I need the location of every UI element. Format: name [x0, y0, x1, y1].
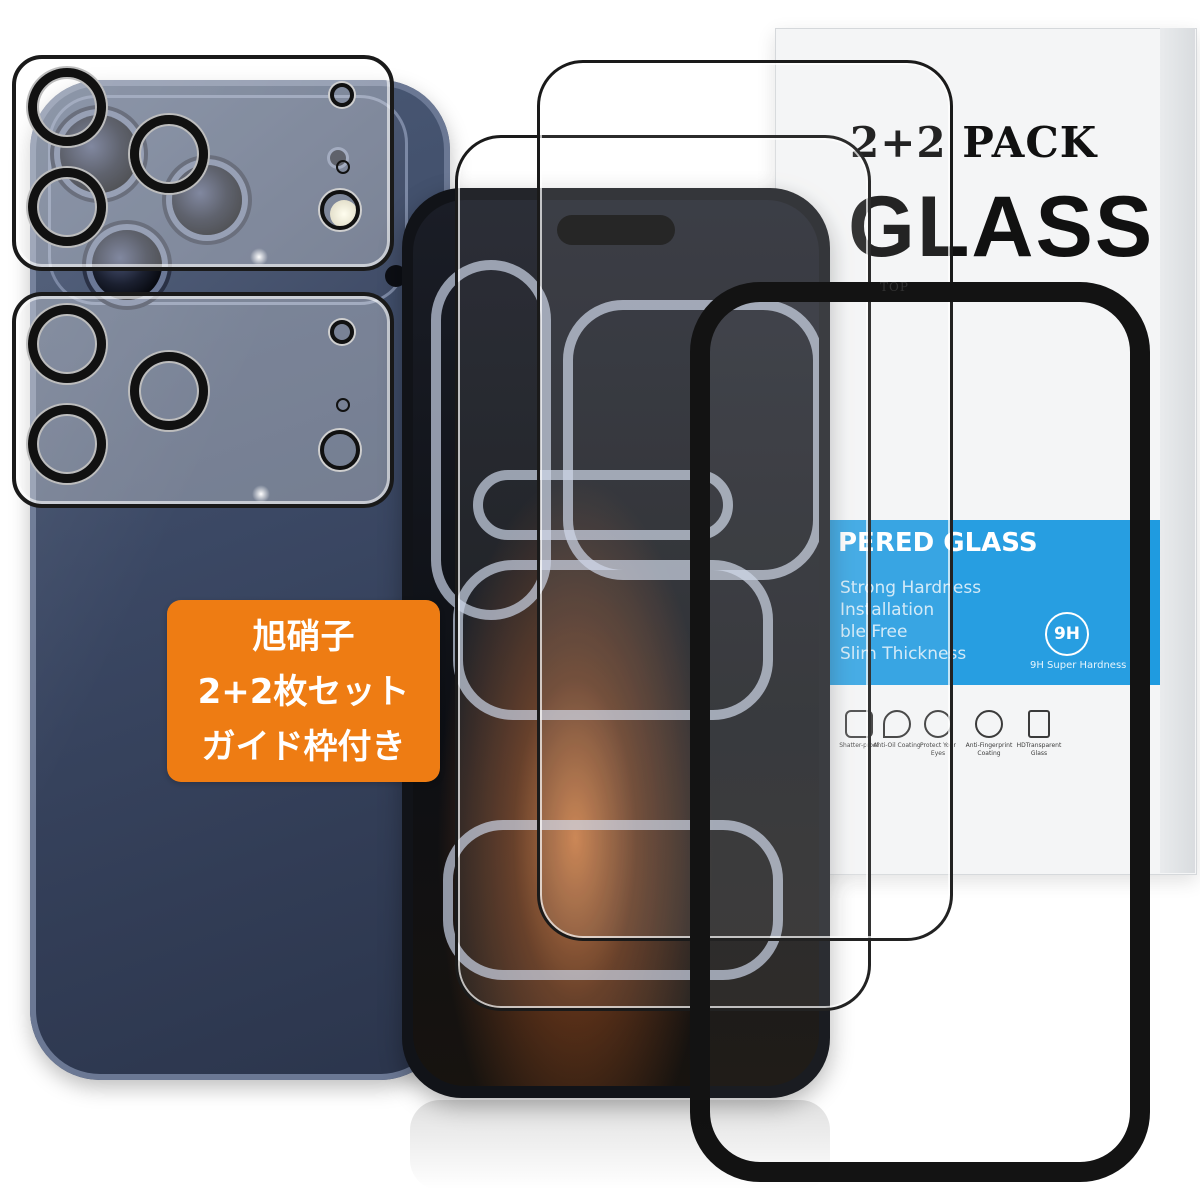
box-feature-icon: Shatter-proof: [835, 710, 883, 750]
box-icon-label: HDTransparent Glass: [1016, 742, 1062, 757]
camera-protector-ring: [330, 320, 354, 344]
camera-protector-ring: [28, 305, 106, 383]
camera-protector-ring: [130, 352, 208, 430]
camera-lens: [92, 230, 162, 300]
box-feature: Strong Hardness: [840, 578, 982, 598]
phone-reflection: [410, 1100, 830, 1190]
box-blue-band: [830, 520, 1160, 685]
dynamic-island: [557, 215, 675, 245]
sparkle: [252, 485, 270, 503]
box-feature: Slim Thickness: [840, 644, 967, 664]
product-badge: [167, 600, 440, 782]
box-tempered-label: PERED GLASS: [838, 528, 1038, 558]
sparkle: [250, 248, 268, 266]
box-feature-icon: Anti-Oil Coating: [873, 710, 921, 750]
badge-line-set: 2+2枚セット: [197, 672, 410, 712]
wallpaper-wave: [443, 820, 783, 980]
installation-guide-frame: [690, 282, 1150, 1182]
microphone-hole: [385, 265, 407, 287]
camera-protector-ring: [330, 83, 354, 107]
camera-protector-dot: [336, 160, 350, 174]
box-pack-label: 2+2 PACK: [850, 118, 1098, 167]
camera-protector-ring: [320, 190, 360, 230]
box-feature-icon: Anti-Fingerprint Coating: [965, 710, 1013, 758]
camera-protector-ring: [320, 430, 360, 470]
box-feature-icon: HDTransparent Glass: [1015, 710, 1063, 758]
badge-line-brand: 旭硝子: [252, 617, 355, 657]
box-icon-label: Shatter-proof: [839, 742, 879, 749]
nine-h-sub-label: 9H Super Hardness: [1030, 660, 1127, 671]
camera-protector-dot: [336, 398, 350, 412]
fingerprint-icon: [975, 710, 1003, 738]
guide-frame-top-label: TOP: [880, 280, 909, 294]
anti-oil-icon: [883, 710, 911, 738]
screen-protector-glass: [537, 60, 953, 941]
box-icon-label: Anti-Oil Coating: [873, 742, 921, 749]
badge-line-guide: ガイド枠付き: [201, 727, 406, 767]
shatter-proof-icon: [845, 710, 873, 738]
screen-protector-glass: [455, 135, 871, 1011]
box-icon-label: Protect Your Eyes: [920, 742, 956, 757]
camera-protector-ring: [28, 68, 106, 146]
camera-protector-ring: [130, 115, 208, 193]
box-feature: ble Free: [840, 622, 908, 642]
nine-h-badge-icon: 9H: [1045, 612, 1089, 656]
box-feature: Installation: [840, 600, 935, 620]
camera-protector-ring: [28, 168, 106, 246]
box-glass-label: GLASS: [848, 179, 1155, 275]
camera-protector-ring: [28, 405, 106, 483]
hd-transparent-icon: [1028, 710, 1050, 738]
package-box-side: [1160, 28, 1195, 873]
box-icon-label: Anti-Fingerprint Coating: [965, 742, 1013, 757]
